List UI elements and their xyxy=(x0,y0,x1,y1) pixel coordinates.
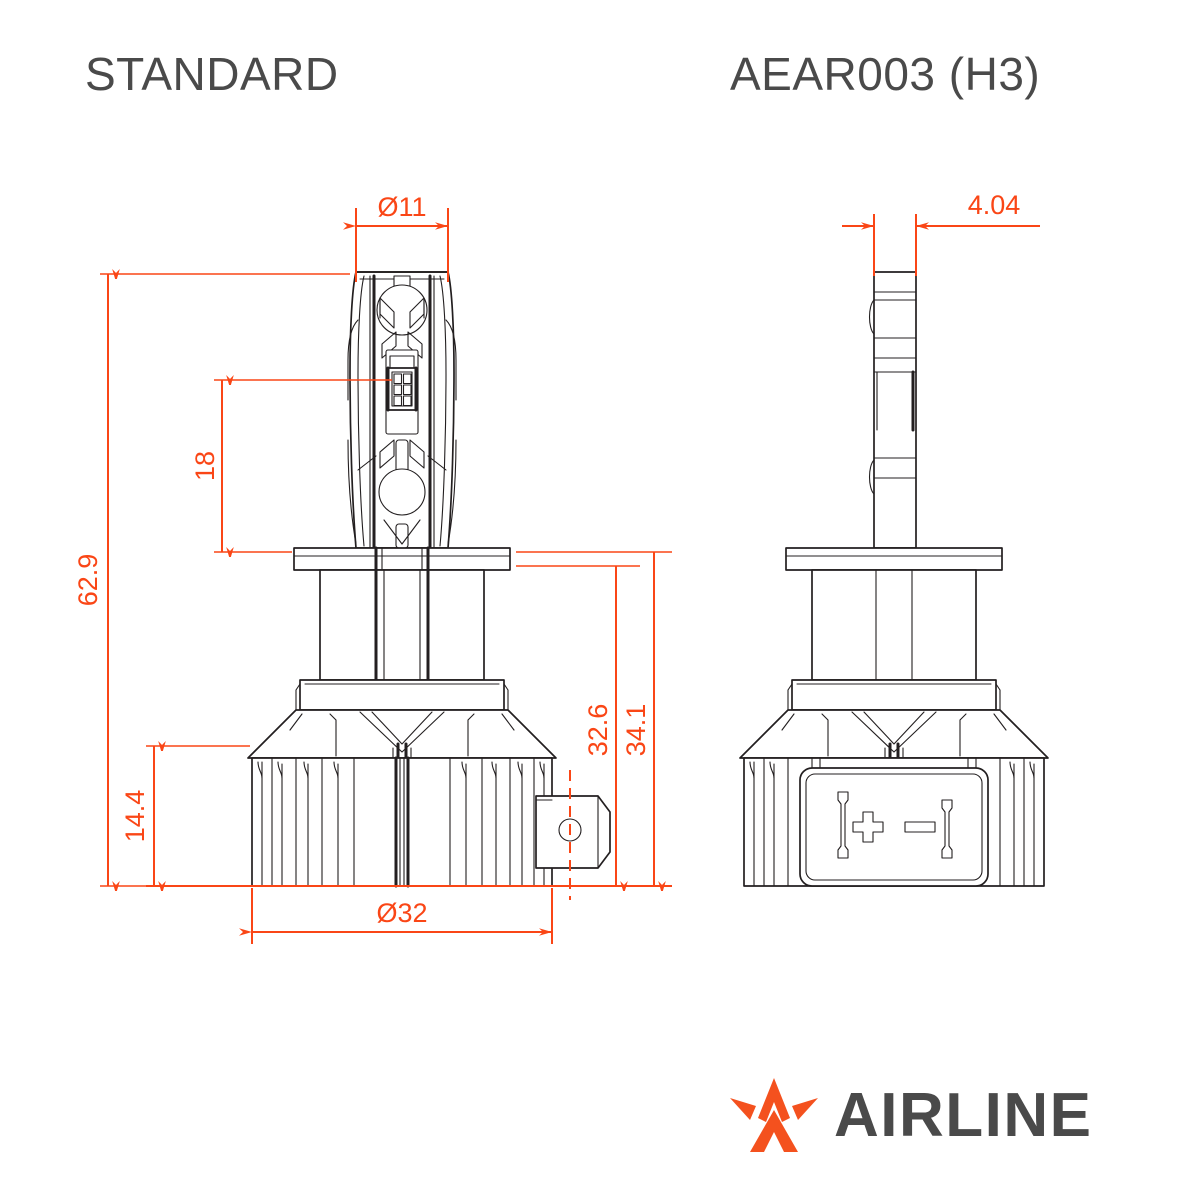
side-view-dimensions: 4.04 xyxy=(842,190,1040,276)
dim-led-height: 18 xyxy=(190,451,220,481)
brand-logo: AIRLINE xyxy=(728,1072,1138,1160)
side-view-geometry xyxy=(739,271,1049,887)
page-title-left: STANDARD xyxy=(85,48,339,100)
connector-minus-symbol xyxy=(904,821,936,833)
brand-name: AIRLINE xyxy=(834,1081,1093,1150)
dim-stem-width: 4.04 xyxy=(968,190,1021,220)
airline-star-a-icon xyxy=(730,1078,818,1152)
dim-body-height-outer: 34.1 xyxy=(621,704,651,757)
connector-plus-symbol xyxy=(852,811,884,843)
dim-heatsink-height: 14.4 xyxy=(120,790,150,843)
dim-body-height-inner: 32.6 xyxy=(583,704,613,757)
front-view-dimensions: Ø11 18 62.9 14.4 32.6 34.1 xyxy=(73,192,672,944)
dim-head-diameter: Ø11 xyxy=(377,192,426,222)
front-view-geometry xyxy=(247,271,611,888)
page-title-right: AEAR003 (H3) xyxy=(730,48,1041,100)
dim-overall-height: 62.9 xyxy=(73,554,103,607)
dim-heatsink-diameter: Ø32 xyxy=(376,898,427,928)
